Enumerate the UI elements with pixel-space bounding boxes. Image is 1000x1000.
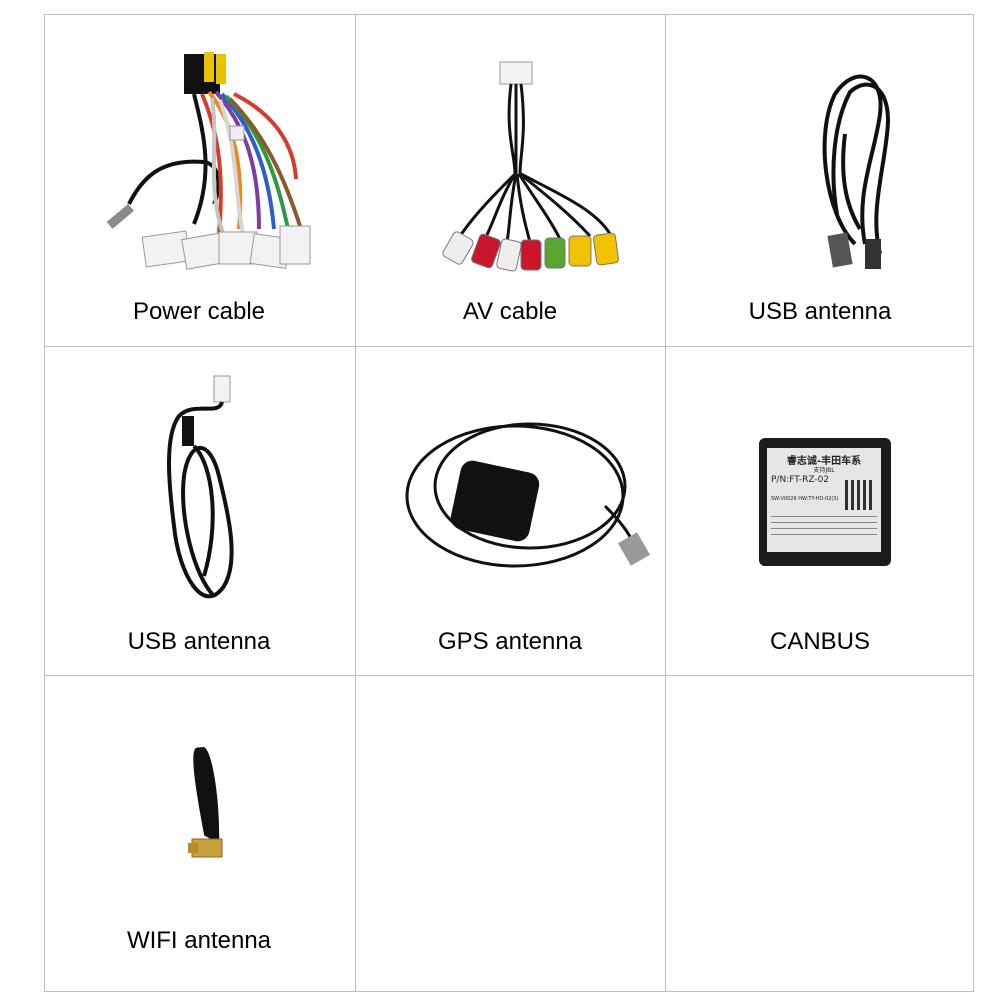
power-cable-harness-icon xyxy=(106,52,311,270)
grid-line xyxy=(665,14,666,992)
grid-line xyxy=(44,675,974,676)
item-label: CANBUS xyxy=(769,628,871,655)
av-rca-cable-icon xyxy=(442,61,619,272)
grid-line xyxy=(44,991,974,992)
grid-line xyxy=(44,346,974,347)
sticker-line: P/N:FT-RZ-02 xyxy=(771,475,830,485)
empty-cell xyxy=(665,675,975,991)
usb-cable-coil-icon xyxy=(822,74,890,269)
sticker-line: 支持JBL xyxy=(813,467,835,474)
qr-code-icon xyxy=(845,480,875,510)
grid-line xyxy=(355,14,356,992)
item-cell-av-cable: AV cable xyxy=(355,14,665,346)
item-label: USB antenna xyxy=(127,628,271,655)
item-label: GPS antenna xyxy=(437,628,583,655)
grid-line xyxy=(973,14,974,992)
item-cell-usb-antenna: USB antenna xyxy=(665,14,975,346)
usb-cable-coil-connector-icon xyxy=(167,375,234,599)
sticker-fine-print xyxy=(771,516,877,538)
item-cell-usb-antenna: USB antenna xyxy=(44,346,354,675)
item-label: Power cable xyxy=(132,298,266,325)
sticker-line: SW:V0026 HW:TY-HD-02(3) xyxy=(771,496,839,502)
item-label: WIFI antenna xyxy=(126,927,272,954)
canbus-sticker: 睿志诚-丰田车系 支持JBL P/N:FT-RZ-02 SW:V0026 HW:… xyxy=(767,448,881,552)
grid-line xyxy=(44,14,974,15)
sticker-line: 睿志诚-丰田车系 xyxy=(786,456,862,467)
item-cell-power-cable: Power cable xyxy=(44,14,354,346)
grid-line xyxy=(44,14,45,992)
item-cell-gps-antenna: GPS antenna xyxy=(355,346,665,675)
item-cell-wifi-antenna: WIFI antenna xyxy=(44,675,354,991)
item-cell-canbus: 睿志诚-丰田车系 支持JBL P/N:FT-RZ-02 SW:V0026 HW:… xyxy=(665,346,975,675)
item-label: AV cable xyxy=(462,298,558,325)
accessory-grid: Power cable xyxy=(44,14,974,992)
canbus-box: 睿志诚-丰田车系 支持JBL P/N:FT-RZ-02 SW:V0026 HW:… xyxy=(759,438,891,566)
gps-antenna-icon xyxy=(405,422,651,568)
item-label: USB antenna xyxy=(748,298,892,325)
wifi-antenna-icon xyxy=(188,746,223,858)
empty-cell xyxy=(355,675,665,991)
